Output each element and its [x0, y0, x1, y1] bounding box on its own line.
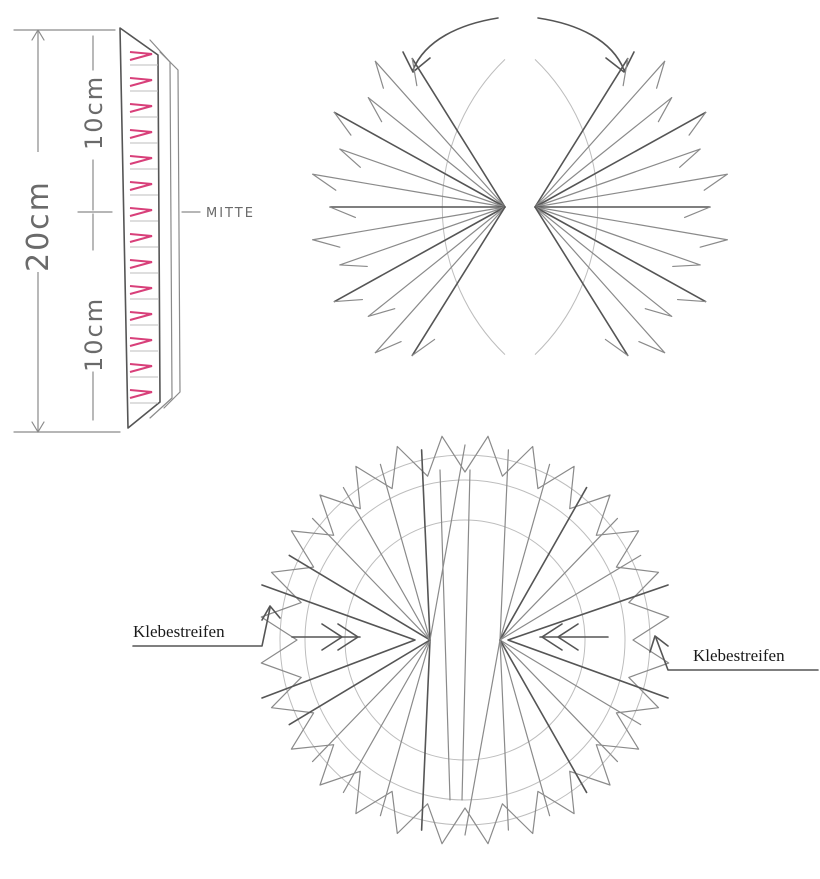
- rosette-pleat: [422, 450, 430, 640]
- left-tape-callout: Klebestreifen: [133, 606, 280, 646]
- left-inward-arrow: [292, 624, 360, 650]
- fan-pleat: [375, 61, 505, 207]
- pleat-edge: [658, 98, 671, 122]
- fold-mark: [130, 312, 152, 320]
- right-opening: [508, 585, 668, 698]
- lower-half-label: 10cm: [80, 297, 108, 372]
- fold-mark: [130, 78, 152, 86]
- fan-pleat: [535, 98, 672, 207]
- fan-pleat: [368, 98, 505, 207]
- rosette-pleat: [465, 640, 500, 835]
- pleat-edge: [639, 342, 665, 353]
- pleat-edge: [685, 207, 710, 217]
- center-fold: [440, 470, 450, 800]
- rosette-edge: [261, 436, 668, 843]
- fan-pleat: [535, 207, 665, 353]
- pleat-edge: [689, 112, 705, 135]
- left-tape-label: Klebestreifen: [133, 622, 225, 641]
- rosette-pleat: [500, 640, 508, 830]
- upper-half-label: 10cm: [80, 75, 108, 150]
- right-tape-label: Klebestreifen: [693, 646, 785, 665]
- pleat-edge: [375, 342, 401, 353]
- pleat-edge: [368, 98, 381, 122]
- fan-pleat: [535, 61, 665, 207]
- pleat-edge: [700, 240, 727, 247]
- middle-marker: MITTE: [182, 206, 255, 221]
- fold-mark: [130, 208, 152, 216]
- center-fold: [462, 470, 470, 800]
- fan-pleat: [535, 207, 672, 316]
- pleat-edge: [340, 149, 360, 167]
- rotate-right-arrow: [538, 18, 634, 72]
- fold-mark: [130, 52, 152, 60]
- upper-half-dimension: 10cm: [78, 36, 112, 212]
- fold-mark: [130, 390, 152, 398]
- rotate-left-arrow: [403, 18, 498, 72]
- total-height-label: 20cm: [21, 180, 56, 272]
- fan-pleat: [535, 149, 700, 207]
- fold-mark: [130, 364, 152, 372]
- right-folded-half: [535, 59, 727, 356]
- fold-marks: [130, 52, 152, 398]
- fan-pleat: [412, 207, 505, 355]
- fan-pleat: [412, 59, 505, 207]
- fold-mark: [130, 130, 152, 138]
- left-folded-half: [313, 59, 505, 356]
- fold-mark: [130, 338, 152, 346]
- pleat-edge: [330, 207, 355, 217]
- right-tape-callout: Klebestreifen: [650, 636, 818, 670]
- strip-diagram: 20cm 10cm 10cm MITTE: [14, 28, 255, 432]
- fold-mark: [130, 104, 152, 112]
- pleat-edge: [680, 149, 700, 167]
- fan-pleat: [340, 149, 505, 207]
- folded-strip: [120, 28, 180, 428]
- fan-pleat: [340, 207, 505, 265]
- fold-mark: [130, 182, 152, 190]
- middle-label: MITTE: [206, 206, 255, 221]
- right-inward-arrow: [540, 624, 608, 650]
- lower-half-dimension: 10cm: [80, 214, 108, 420]
- rosette-pleat: [430, 445, 465, 640]
- pleat-edge: [412, 339, 434, 355]
- assembled-rosette-diagram: Klebestreifen Klebestreifen: [133, 436, 818, 843]
- pleat-edge: [313, 240, 340, 247]
- pleat-edge: [605, 339, 627, 355]
- pleat-edge: [334, 112, 350, 135]
- rosette-pleat: [500, 450, 508, 640]
- folded-halves-diagram: [313, 18, 727, 355]
- fold-mark: [130, 260, 152, 268]
- fold-mark: [130, 156, 152, 164]
- fold-mark: [130, 286, 152, 294]
- fan-pleat: [368, 207, 505, 316]
- fold-mark: [130, 234, 152, 242]
- rosette-pleats: [261, 436, 668, 843]
- fan-pleat: [375, 207, 505, 353]
- pleat-edge: [673, 265, 700, 266]
- fan-pleat: [535, 207, 628, 355]
- pleat-edge: [340, 265, 367, 266]
- fan-pleat: [535, 207, 700, 265]
- fan-pleat: [535, 59, 628, 207]
- rosette-pleat: [422, 640, 430, 830]
